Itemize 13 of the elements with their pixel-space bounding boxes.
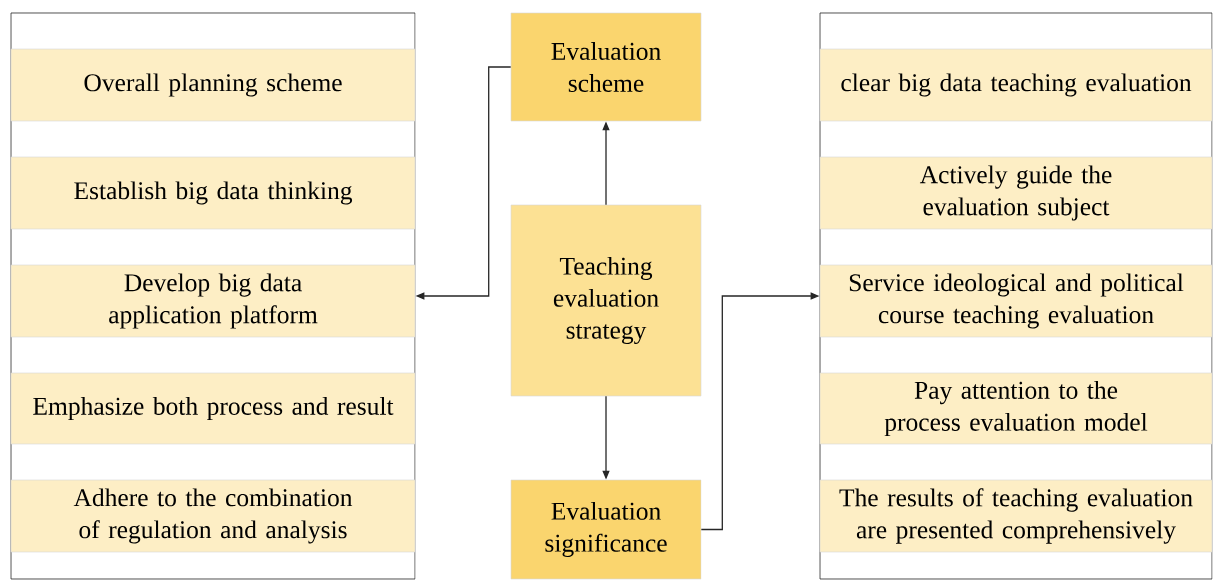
item-box: Service ideological and political course teaching evaluation [819,264,1213,338]
process-box: Evaluation significance [510,479,702,580]
process-box: Teaching evaluation strategy [510,204,702,397]
item-box: The results of teaching evaluation are presented comprehensively [819,479,1213,553]
item-box: Overall planning scheme [10,48,416,122]
item-box: Actively guide the evaluation subject [819,156,1213,230]
item-box: Establish big data thinking [10,156,416,230]
item-box: Adhere to the combination of regulation and analysis [10,479,416,553]
item-box: Pay attention to the process evaluation model [819,372,1213,445]
item-box: Emphasize both process and result [10,372,416,445]
item-box: Develop big data application platform [10,264,416,338]
item-box: clear big data teaching evaluation [819,48,1213,122]
process-box: Evaluation scheme [510,12,702,122]
